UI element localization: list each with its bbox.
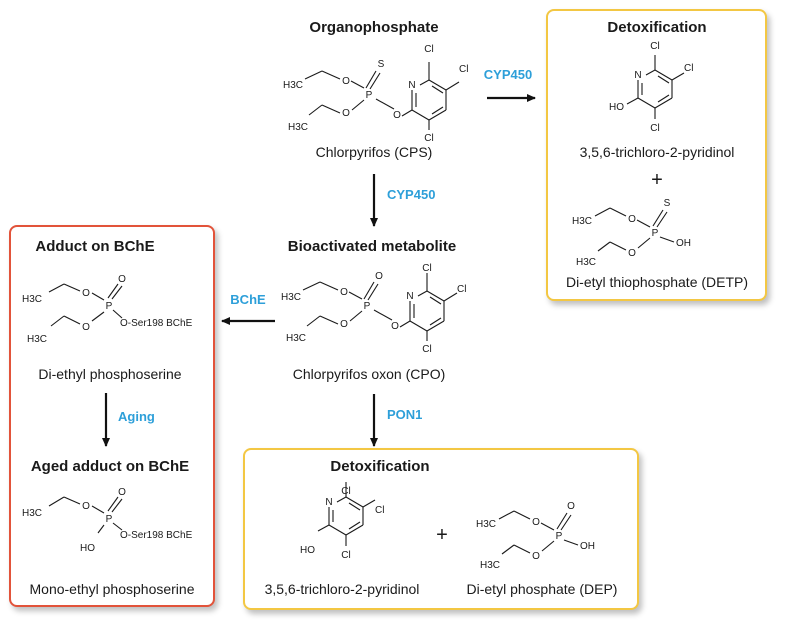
svg-text:O: O bbox=[532, 551, 540, 562]
svg-text:OH: OH bbox=[676, 238, 691, 249]
detp-name: Di-etyl thiophosphate (DETP) bbox=[566, 274, 748, 290]
svg-text:N: N bbox=[325, 497, 332, 508]
svg-text:O: O bbox=[82, 501, 90, 512]
di-ethyl-phosphoserine-name: Di-ethyl phosphoserine bbox=[38, 366, 181, 382]
aged-adduct-title: Aged adduct on BChE bbox=[31, 458, 189, 475]
cpo-name: Chlorpyrifos oxon (CPO) bbox=[293, 366, 446, 382]
svg-text:H3C: H3C bbox=[576, 257, 596, 268]
detoxification-box-top bbox=[546, 9, 767, 301]
adduct-box bbox=[9, 225, 215, 607]
tcp-bottom-structure: Cl Cl Cl N HO bbox=[300, 482, 384, 561]
detoxification-top-title: Detoxification bbox=[607, 19, 706, 36]
dep-structure: P O OH O O H3C H3C bbox=[476, 501, 595, 571]
dep-name: Di-etyl phosphate (DEP) bbox=[467, 581, 618, 597]
svg-text:O: O bbox=[393, 110, 401, 121]
svg-text:H3C: H3C bbox=[480, 560, 500, 571]
svg-text:O-Ser198 BChE: O-Ser198 BChE bbox=[120, 530, 193, 541]
svg-text:H3C: H3C bbox=[288, 122, 308, 133]
svg-text:Cl: Cl bbox=[375, 505, 384, 516]
cps-structure: Cl Cl Cl N O P S O O H3C H3C bbox=[283, 44, 468, 144]
svg-text:HO: HO bbox=[300, 545, 315, 556]
svg-text:P: P bbox=[106, 514, 113, 525]
svg-text:P: P bbox=[556, 531, 563, 542]
svg-text:S: S bbox=[378, 59, 385, 70]
pon1-label: PON1 bbox=[387, 407, 422, 422]
cyp450-down-label: CYP450 bbox=[387, 187, 435, 202]
svg-text:O: O bbox=[391, 321, 399, 332]
detp-structure: P S OH O O H3C H3C bbox=[572, 198, 691, 268]
cps-name: Chlorpyrifos (CPS) bbox=[316, 144, 433, 160]
svg-text:P: P bbox=[652, 228, 659, 239]
svg-text:O: O bbox=[82, 288, 90, 299]
svg-text:Cl: Cl bbox=[684, 63, 693, 74]
svg-text:Cl: Cl bbox=[422, 344, 431, 355]
mono-ethyl-phosphoserine-structure: P O O-Ser198 BChE O HO H3C bbox=[22, 487, 193, 554]
svg-text:O: O bbox=[342, 76, 350, 87]
svg-text:Cl: Cl bbox=[424, 133, 433, 144]
svg-text:O: O bbox=[82, 322, 90, 333]
svg-text:O: O bbox=[628, 248, 636, 259]
svg-text:P: P bbox=[106, 301, 113, 312]
svg-text:N: N bbox=[408, 80, 415, 91]
organophosphate-title: Organophosphate bbox=[309, 19, 438, 36]
plus-sign-top: + bbox=[651, 169, 663, 191]
svg-text:O: O bbox=[375, 271, 383, 282]
svg-text:O: O bbox=[567, 501, 575, 512]
svg-text:H3C: H3C bbox=[22, 508, 42, 519]
svg-text:H3C: H3C bbox=[27, 334, 47, 345]
svg-text:O-Ser198 BChE: O-Ser198 BChE bbox=[120, 318, 193, 329]
plus-sign-bottom: + bbox=[436, 524, 448, 546]
svg-text:H3C: H3C bbox=[476, 519, 496, 530]
svg-text:P: P bbox=[364, 301, 371, 312]
svg-text:Cl: Cl bbox=[650, 41, 659, 52]
bioactivated-metabolite-title: Bioactivated metabolite bbox=[288, 238, 456, 255]
svg-text:Cl: Cl bbox=[341, 486, 350, 497]
svg-text:O: O bbox=[628, 214, 636, 225]
svg-text:O: O bbox=[342, 108, 350, 119]
svg-text:O: O bbox=[340, 287, 348, 298]
svg-text:P: P bbox=[366, 90, 373, 101]
tcp-bottom-name: 3,5,6-trichloro-2-pyridinol bbox=[265, 581, 420, 597]
svg-text:N: N bbox=[634, 70, 641, 81]
svg-text:Cl: Cl bbox=[459, 64, 468, 75]
cyp450-right-label: CYP450 bbox=[484, 67, 532, 82]
tcp-top-structure: Cl Cl Cl N HO bbox=[609, 41, 693, 134]
svg-text:O: O bbox=[118, 274, 126, 285]
tcp-top-name: 3,5,6-trichloro-2-pyridinol bbox=[580, 144, 735, 160]
aging-label: Aging bbox=[118, 409, 155, 424]
svg-text:S: S bbox=[664, 198, 671, 209]
svg-text:OH: OH bbox=[580, 541, 595, 552]
bche-label: BChE bbox=[230, 292, 266, 307]
svg-text:H3C: H3C bbox=[572, 216, 592, 227]
svg-text:HO: HO bbox=[80, 543, 95, 554]
di-ethyl-phosphoserine-structure: P O O-Ser198 BChE O O H3C H3C bbox=[22, 274, 193, 345]
svg-text:Cl: Cl bbox=[650, 123, 659, 134]
detoxification-bottom-title: Detoxification bbox=[330, 458, 429, 475]
cpo-structure: Cl Cl Cl N O P O O O H3C H3C bbox=[281, 263, 466, 355]
svg-text:O: O bbox=[340, 319, 348, 330]
svg-text:H3C: H3C bbox=[281, 292, 301, 303]
svg-text:O: O bbox=[532, 517, 540, 528]
svg-text:N: N bbox=[406, 291, 413, 302]
adduct-on-bche-title: Adduct on BChE bbox=[35, 238, 154, 255]
svg-text:H3C: H3C bbox=[283, 80, 303, 91]
svg-text:O: O bbox=[118, 487, 126, 498]
svg-text:Cl: Cl bbox=[457, 284, 466, 295]
mono-ethyl-phosphoserine-name: Mono-ethyl phosphoserine bbox=[30, 581, 195, 597]
svg-text:H3C: H3C bbox=[22, 294, 42, 305]
svg-text:HO: HO bbox=[609, 102, 624, 113]
svg-text:Cl: Cl bbox=[424, 44, 433, 55]
svg-text:H3C: H3C bbox=[286, 333, 306, 344]
svg-text:Cl: Cl bbox=[341, 550, 350, 561]
svg-text:Cl: Cl bbox=[422, 263, 431, 274]
detoxification-box-bottom bbox=[243, 448, 639, 610]
